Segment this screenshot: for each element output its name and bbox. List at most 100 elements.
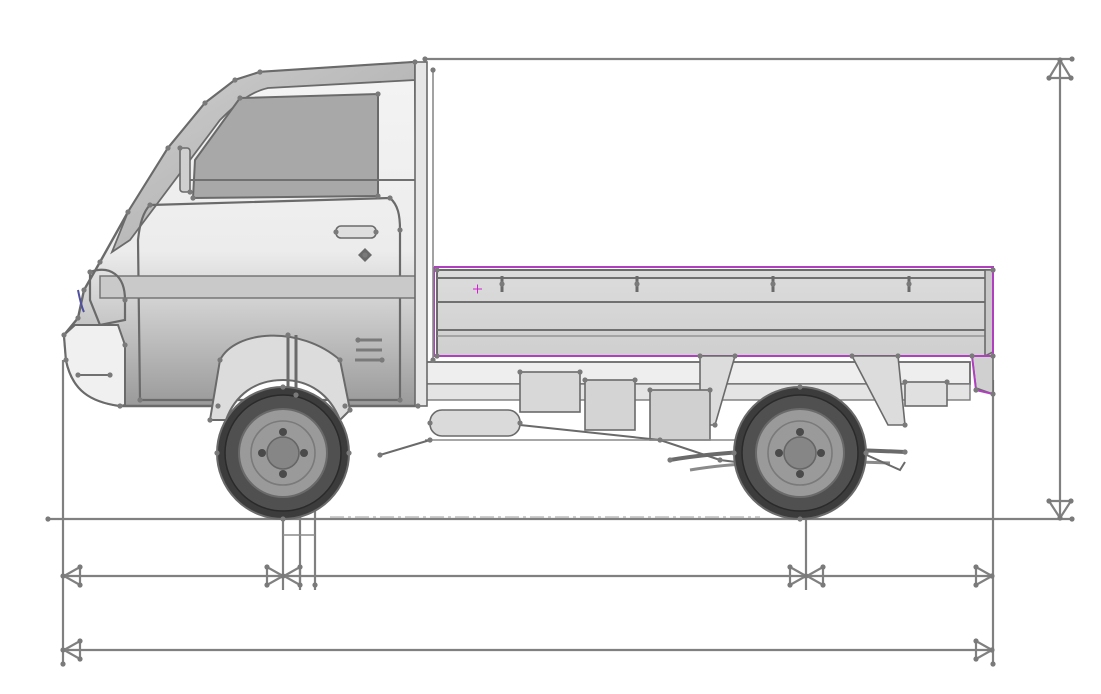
node-dot-icon[interactable] <box>430 357 436 363</box>
node-dot-icon[interactable] <box>375 193 381 199</box>
node-dot-icon[interactable] <box>1068 75 1074 81</box>
node-dot-icon[interactable] <box>820 582 826 588</box>
node-dot-icon[interactable] <box>214 450 220 456</box>
node-dot-icon[interactable] <box>257 69 263 75</box>
node-dot-icon[interactable] <box>707 387 713 393</box>
node-dot-icon[interactable] <box>207 417 213 423</box>
cab[interactable] <box>62 60 434 422</box>
node-dot-icon[interactable] <box>264 564 270 570</box>
vertex-nodes[interactable] <box>45 56 1075 667</box>
node-dot-icon[interactable] <box>820 564 826 570</box>
node-dot-icon[interactable] <box>377 452 383 458</box>
node-dot-icon[interactable] <box>990 267 996 273</box>
node-dot-icon[interactable] <box>60 573 66 579</box>
node-dot-icon[interactable] <box>430 67 436 73</box>
node-dot-icon[interactable] <box>107 372 113 378</box>
node-dot-icon[interactable] <box>280 384 286 390</box>
node-dot-icon[interactable] <box>770 281 776 287</box>
node-dot-icon[interactable] <box>647 387 653 393</box>
node-dot-icon[interactable] <box>337 357 343 363</box>
node-dot-icon[interactable] <box>362 252 368 258</box>
node-dot-icon[interactable] <box>427 420 433 426</box>
node-dot-icon[interactable] <box>712 422 718 428</box>
node-dot-icon[interactable] <box>632 377 638 383</box>
node-dot-icon[interactable] <box>895 353 901 359</box>
node-dot-icon[interactable] <box>902 379 908 385</box>
node-dot-icon[interactable] <box>75 372 81 378</box>
node-dot-icon[interactable] <box>797 384 803 390</box>
node-dot-icon[interactable] <box>77 564 83 570</box>
node-dot-icon[interactable] <box>190 195 196 201</box>
node-dot-icon[interactable] <box>906 281 912 287</box>
node-dot-icon[interactable] <box>787 564 793 570</box>
node-dot-icon[interactable] <box>1057 57 1063 63</box>
node-dot-icon[interactable] <box>60 661 66 667</box>
node-dot-icon[interactable] <box>667 457 673 463</box>
node-dot-icon[interactable] <box>77 582 83 588</box>
node-dot-icon[interactable] <box>285 332 291 338</box>
node-dot-icon[interactable] <box>863 450 869 456</box>
node-dot-icon[interactable] <box>177 145 183 151</box>
node-dot-icon[interactable] <box>375 91 381 97</box>
node-dot-icon[interactable] <box>125 209 131 215</box>
node-dot-icon[interactable] <box>280 573 286 579</box>
node-dot-icon[interactable] <box>217 357 223 363</box>
node-dot-icon[interactable] <box>973 656 979 662</box>
node-dot-icon[interactable] <box>902 449 908 455</box>
node-dot-icon[interactable] <box>577 369 583 375</box>
node-dot-icon[interactable] <box>397 227 403 233</box>
node-dot-icon[interactable] <box>1069 516 1075 522</box>
node-dot-icon[interactable] <box>387 195 393 201</box>
node-dot-icon[interactable] <box>657 437 663 443</box>
node-dot-icon[interactable] <box>373 229 379 235</box>
node-dot-icon[interactable] <box>973 638 979 644</box>
front-wheel[interactable] <box>216 386 350 520</box>
node-dot-icon[interactable] <box>312 582 318 588</box>
node-dot-icon[interactable] <box>237 95 243 101</box>
node-dot-icon[interactable] <box>973 564 979 570</box>
node-dot-icon[interactable] <box>973 387 979 393</box>
node-dot-icon[interactable] <box>60 647 66 653</box>
node-dot-icon[interactable] <box>415 403 421 409</box>
node-dot-icon[interactable] <box>264 582 270 588</box>
node-dot-icon[interactable] <box>499 281 505 287</box>
node-dot-icon[interactable] <box>280 516 286 522</box>
node-dot-icon[interactable] <box>969 353 975 359</box>
node-dot-icon[interactable] <box>137 397 143 403</box>
node-dot-icon[interactable] <box>165 145 171 151</box>
node-dot-icon[interactable] <box>45 516 51 522</box>
node-dot-icon[interactable] <box>1069 56 1075 62</box>
node-dot-icon[interactable] <box>434 267 440 273</box>
node-dot-icon[interactable] <box>849 353 855 359</box>
node-dot-icon[interactable] <box>347 407 353 413</box>
node-dot-icon[interactable] <box>122 342 128 348</box>
cargo-bed[interactable] <box>433 266 994 396</box>
node-dot-icon[interactable] <box>77 656 83 662</box>
node-dot-icon[interactable] <box>1046 498 1052 504</box>
node-dot-icon[interactable] <box>797 516 803 522</box>
node-dot-icon[interactable] <box>989 647 995 653</box>
node-dot-icon[interactable] <box>731 450 737 456</box>
node-dot-icon[interactable] <box>427 437 433 443</box>
node-dot-icon[interactable] <box>75 315 81 321</box>
selection-outline[interactable] <box>433 266 994 395</box>
node-dot-icon[interactable] <box>202 100 208 106</box>
rear-wheel[interactable] <box>733 386 867 520</box>
node-dot-icon[interactable] <box>517 369 523 375</box>
node-dot-icon[interactable] <box>61 332 67 338</box>
node-dot-icon[interactable] <box>902 422 908 428</box>
node-dot-icon[interactable] <box>147 202 153 208</box>
node-dot-icon[interactable] <box>297 564 303 570</box>
node-dot-icon[interactable] <box>187 189 193 195</box>
node-dot-icon[interactable] <box>990 353 996 359</box>
node-dot-icon[interactable] <box>355 337 361 343</box>
node-dot-icon[interactable] <box>232 77 238 83</box>
node-dot-icon[interactable] <box>990 391 996 397</box>
node-dot-icon[interactable] <box>117 403 123 409</box>
node-dot-icon[interactable] <box>122 297 128 303</box>
node-dot-icon[interactable] <box>1068 498 1074 504</box>
node-dot-icon[interactable] <box>973 582 979 588</box>
node-dot-icon[interactable] <box>1057 515 1063 521</box>
node-dot-icon[interactable] <box>87 269 93 275</box>
node-dot-icon[interactable] <box>990 661 996 667</box>
